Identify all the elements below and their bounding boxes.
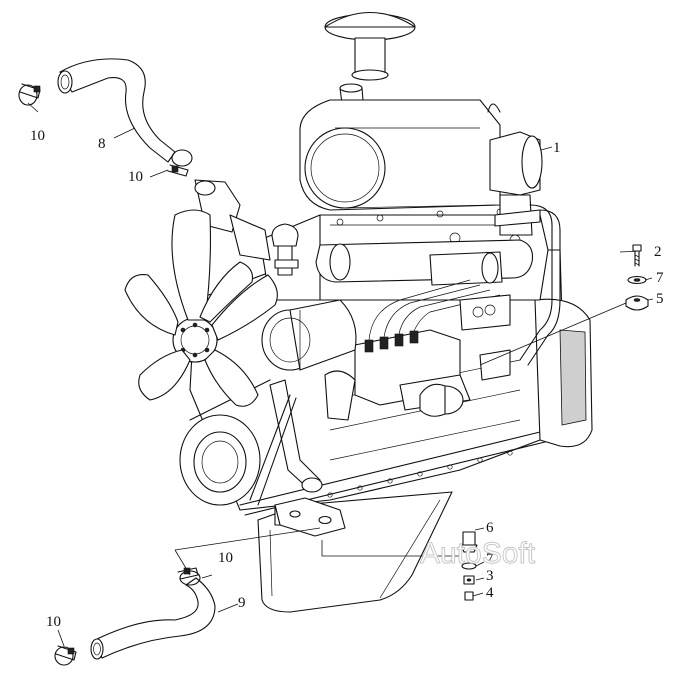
intake-manifold [315, 239, 534, 286]
callout-10-bottom-left: 10 [46, 614, 61, 630]
callout-6: 6 [486, 520, 494, 536]
leader-lines [27, 102, 654, 647]
callout-7-upper: 7 [656, 270, 664, 286]
callout-7-lower: 7 [486, 551, 494, 567]
hose-clamp-lower-left [54, 645, 77, 666]
callout-8: 8 [98, 136, 106, 152]
front-accessories [194, 179, 357, 493]
callout-9: 9 [238, 595, 246, 611]
callout-10-top-left: 10 [30, 128, 45, 144]
front-mount-bracket [274, 497, 346, 537]
callout-labels: 1 2 7 5 6 7 3 4 8 9 10 10 10 10 [30, 128, 664, 630]
upper-radiator-hose [57, 58, 176, 163]
callout-3: 3 [486, 568, 494, 584]
crank-pulley [179, 379, 297, 506]
front-mount-fasteners [460, 531, 478, 601]
callout-1: 1 [553, 140, 561, 156]
hose-clamp-upper-left [18, 83, 41, 106]
callout-10-upper-hose: 10 [128, 169, 143, 185]
callout-2: 2 [654, 244, 662, 260]
callout-10-lower-hose: 10 [218, 550, 233, 566]
lower-radiator-hose [90, 577, 216, 660]
watermark-text: AutoSoft [420, 537, 536, 570]
callout-4: 4 [486, 585, 494, 601]
hose-clamp-upper-right [167, 149, 193, 177]
injection-pump [354, 279, 511, 417]
air-cleaner [299, 12, 561, 366]
callout-5: 5 [656, 291, 664, 307]
cooling-fan [124, 209, 278, 407]
rear-mount-fasteners [625, 244, 649, 311]
